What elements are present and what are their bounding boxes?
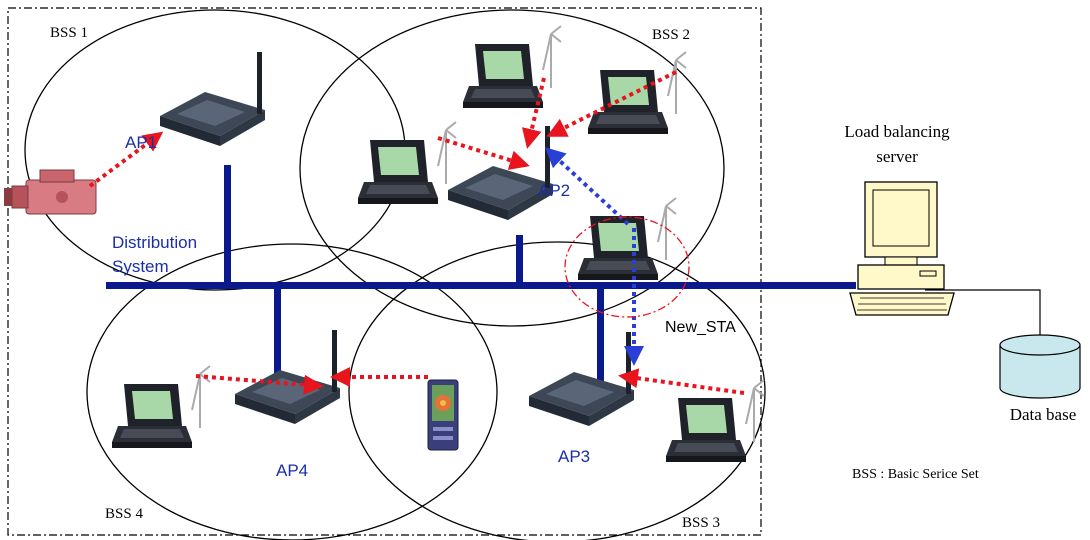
handoff-new-sta-to-ap2 [545,147,630,226]
link-laptop-ap2-top [521,77,546,149]
ap3-device-icon [529,332,634,426]
database-cylinder-icon [999,334,1081,399]
pda-icon [427,379,459,451]
laptop-bss2-top-icon [462,25,562,109]
laptop-bss4-icon [111,365,211,449]
camcorder-icon [4,169,97,215]
server-label-line2: server [876,147,918,166]
ap1-device-icon [160,52,265,146]
ap4-label: AP4 [276,461,308,480]
bss1-coverage [24,9,406,291]
database-link [925,289,1041,335]
database-label: Data base [1010,405,1077,424]
distribution-system-backbone [106,165,856,403]
ap1-label: AP1 [125,133,157,152]
bss3-label: BSS 3 [682,515,720,531]
bss3-coverage [348,241,766,540]
distribution-system-label-line1: Distribution [112,233,197,252]
bss4-coverage [86,243,498,540]
bss1-label: BSS 1 [50,25,88,41]
new-sta-highlight-ring [564,216,690,318]
ap2-device-icon [448,126,553,220]
bss4-label: BSS 4 [105,506,143,522]
association-links [88,70,745,395]
handoff-links [545,147,644,366]
distribution-system-label-line2: System [112,257,169,276]
new-sta-label: New_STA [665,319,736,336]
ap3-label: AP3 [558,447,590,466]
server-label-line1: Load balancing [844,122,950,141]
bss2-coverage [299,9,725,327]
legend-text: BSS : Basic Serice Set [852,467,979,482]
ap2-label: AP2 [538,181,570,200]
link-laptop-ap3 [618,368,745,395]
laptop-bss2-left-icon [357,121,457,205]
link-laptop-ap2-left [437,136,530,170]
new-sta-laptop-icon [577,197,677,281]
bss2-label: BSS 2 [652,27,690,43]
server-desktop-icon [849,181,955,316]
link-camera-ap1 [88,131,164,188]
ap4-device-icon [235,330,340,424]
